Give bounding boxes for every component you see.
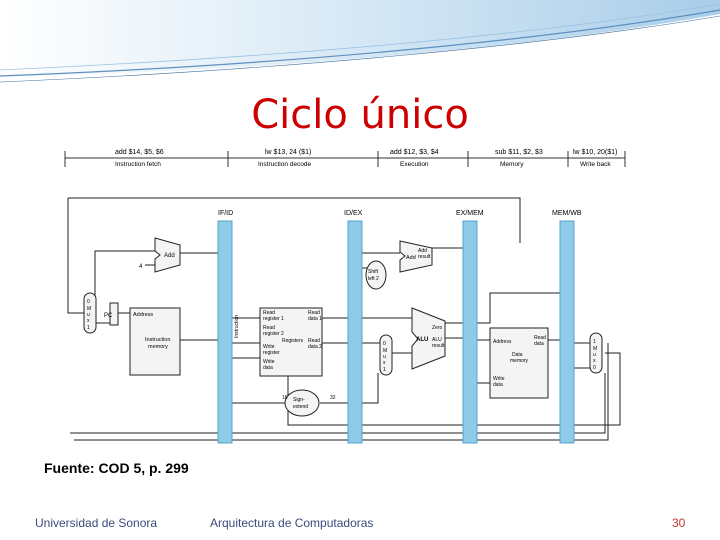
slide-title: Ciclo único (251, 92, 469, 138)
pipeline-register-ifid (217, 220, 233, 444)
svg-text:Address: Address (493, 339, 512, 345)
svg-text:Add: Add (418, 248, 427, 254)
svg-text:data 1: data 1 (308, 316, 322, 322)
mux-if: 0 M u x 1 (83, 292, 97, 334)
svg-text:ALU: ALU (416, 337, 428, 343)
svg-text:0: 0 (87, 299, 90, 305)
label-thirtytwo: 32 (330, 395, 336, 401)
stage-1: Instruction fetch (115, 161, 161, 168)
add-ex-unit: Add Add result (399, 240, 433, 273)
pc-register: PC (104, 302, 119, 326)
const-four: 4 (139, 264, 143, 270)
data-memory: Address Read data Data memory Write data (489, 327, 549, 399)
svg-text:result: result (432, 343, 445, 349)
shift-left-unit: Shift left 2 (365, 260, 387, 290)
header-decoration (0, 0, 720, 83)
svg-text:Instruction: Instruction (145, 337, 170, 343)
add-if-unit: Add 4 (139, 237, 181, 273)
svg-text:Read: Read (308, 310, 320, 316)
svg-text:data: data (493, 382, 503, 388)
instr-4: sub $11, $2, $3 (495, 149, 543, 156)
svg-text:Write: Write (263, 344, 275, 350)
svg-text:ALU: ALU (432, 337, 442, 343)
stage-5: Write back (580, 161, 611, 168)
svg-text:M: M (593, 346, 597, 352)
stage-3: Execution (400, 161, 429, 168)
instr-2: lw $13, 24 ($1) (265, 149, 311, 156)
svg-text:1: 1 (593, 339, 596, 345)
svg-text:memory: memory (510, 358, 529, 364)
svg-text:1: 1 (87, 325, 90, 331)
svg-text:x: x (383, 360, 386, 366)
svg-text:x: x (593, 358, 596, 364)
svg-text:Read: Read (263, 310, 275, 316)
mux-ex: 0 M u x 1 (379, 334, 393, 376)
pipeline-register-exmem (462, 220, 478, 444)
svg-text:Read: Read (263, 325, 275, 331)
svg-text:u: u (87, 312, 90, 318)
svg-text:M: M (383, 348, 387, 354)
svg-text:Zero: Zero (432, 325, 443, 331)
register-file: Read register 1 Read register 2 Register… (259, 307, 323, 377)
svg-text:data: data (534, 341, 544, 347)
label-sixteen: 16 (282, 395, 288, 401)
svg-text:Read: Read (308, 338, 320, 344)
svg-text:Read: Read (534, 335, 546, 341)
svg-text:x: x (87, 318, 90, 324)
stage-4: Memory (500, 161, 524, 168)
svg-text:u: u (383, 354, 386, 360)
instruction-side-label: Instruction (234, 315, 240, 338)
svg-text:Write: Write (263, 359, 275, 365)
svg-text:extend: extend (293, 404, 308, 410)
instr-5: lw $10, 20($1) (573, 149, 617, 156)
pipeline-datapath-diagram: add $14, $5, $6 lw $13, 24 ($1) add $12,… (64, 149, 626, 444)
svg-text:Registers: Registers (282, 338, 304, 344)
mux-wb: 1 M u x 0 (589, 332, 603, 374)
stage-2: Instruction decode (258, 161, 312, 168)
instr-1: add $14, $5, $6 (115, 149, 164, 156)
svg-text:Sign-: Sign- (293, 397, 305, 403)
pipeline-register-idex (347, 220, 363, 444)
footer-university: Universidad de Sonora (35, 516, 158, 530)
svg-text:memory: memory (148, 344, 168, 350)
svg-text:data: data (263, 365, 273, 371)
svg-text:register: register (263, 350, 280, 356)
svg-text:1: 1 (383, 367, 386, 373)
svg-text:u: u (593, 352, 596, 358)
footer-page-number: 30 (672, 516, 686, 530)
source-caption: Fuente: COD 5, p. 299 (44, 460, 189, 476)
instr-3: add $12, $3, $4 (390, 149, 439, 156)
svg-text:Shift: Shift (368, 269, 379, 275)
svg-text:left 2: left 2 (368, 276, 379, 282)
footer-course: Arquitectura de Computadoras (210, 516, 374, 530)
svg-text:result: result (418, 254, 431, 260)
svg-text:data 2: data 2 (308, 344, 322, 350)
reg-label-exmem: EX/MEM (456, 210, 484, 217)
pipeline-register-memwb (559, 220, 575, 444)
svg-text:Write: Write (493, 376, 505, 382)
sign-extend-unit: Sign- extend 16 32 (282, 389, 336, 417)
svg-text:Data: Data (512, 352, 523, 358)
svg-text:Add: Add (406, 255, 416, 261)
pipeline-timeline: add $14, $5, $6 lw $13, 24 ($1) add $12,… (64, 149, 626, 168)
reg-label-idex: ID/EX (344, 210, 363, 217)
reg-label-ifid: IF/ID (218, 210, 233, 217)
alu-unit: ALU Zero ALU result (411, 307, 446, 370)
svg-text:0: 0 (593, 365, 596, 371)
svg-text:register 1: register 1 (263, 316, 284, 322)
svg-text:Address: Address (133, 312, 153, 318)
svg-text:M: M (87, 306, 91, 312)
svg-text:Add: Add (164, 253, 175, 259)
svg-text:PC: PC (104, 313, 113, 319)
instruction-memory: Address Instruction memory (129, 307, 181, 376)
svg-text:0: 0 (383, 341, 386, 347)
svg-text:register 2: register 2 (263, 331, 284, 337)
reg-label-memwb: MEM/WB (552, 210, 582, 217)
